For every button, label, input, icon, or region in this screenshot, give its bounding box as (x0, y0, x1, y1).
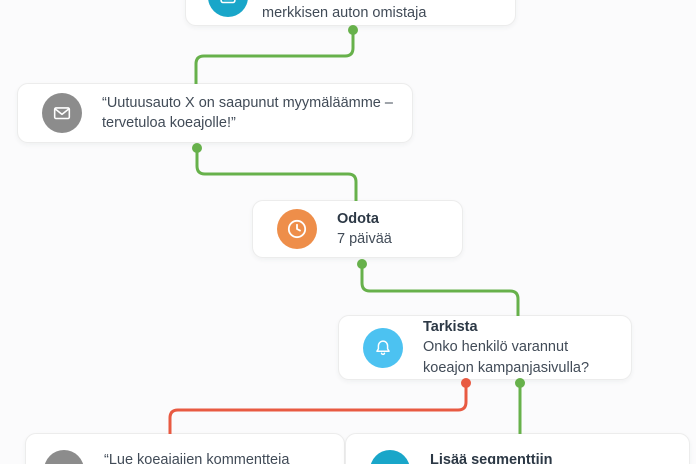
node-wait[interactable]: Odota 7 päivää (252, 200, 463, 258)
node-text: Lisää segmenttiin (430, 450, 552, 464)
email-comments-line1: “Lue koeajajien kommentteja (104, 452, 290, 464)
email-welcome-line1: “Uutuusauto X on saapunut myymäläämme – (102, 94, 393, 111)
id-card-icon (208, 0, 248, 17)
node-trigger-car-owner[interactable]: Vähintään 5 vuotta vanhan X merkkisen au… (185, 0, 516, 26)
envelope-icon (42, 93, 82, 133)
envelope-icon (44, 450, 84, 464)
edge-check-no-to-email (168, 384, 468, 434)
port-wait-out[interactable] (357, 259, 367, 269)
node-text: “Lue koeajajien kommentteja (104, 450, 289, 464)
node-text: Tarkista Onko henkilö varannut koeajon k… (423, 317, 589, 379)
email-welcome-line2: tervetuloa koeajolle!” (102, 115, 236, 131)
bell-icon (363, 327, 403, 368)
edge-email-to-wait (195, 149, 358, 201)
node-text: “Uutuusauto X on saapunut myymäläämme – … (102, 93, 393, 134)
node-add-segment[interactable]: Lisää segmenttiin (345, 433, 690, 464)
wait-duration: 7 päivää (337, 231, 392, 247)
node-text: Vähintään 5 vuotta vanhan X merkkisen au… (262, 0, 448, 23)
users-icon (370, 450, 410, 464)
edge-trigger-to-email (194, 31, 355, 84)
port-email-out[interactable] (192, 143, 202, 153)
node-text: Odota 7 päivää (337, 209, 392, 250)
node-email-welcome[interactable]: “Uutuusauto X on saapunut myymäläämme – … (17, 83, 413, 143)
check-line2: koeajon kampanjasivulla? (423, 359, 590, 376)
node-email-comments[interactable]: “Lue koeajajien kommentteja (25, 433, 345, 464)
check-title: Tarkista (423, 318, 478, 335)
trigger-line2: merkkisen auton omistaja (262, 4, 427, 21)
edge-wait-to-check (360, 265, 520, 316)
port-trigger-out[interactable] (348, 25, 358, 35)
check-line1: Onko henkilö varannut (423, 339, 569, 356)
wait-title: Odota (337, 210, 379, 227)
segment-title: Lisää segmenttiin (430, 452, 553, 464)
clock-icon (277, 209, 317, 249)
node-check-booking[interactable]: Tarkista Onko henkilö varannut koeajon k… (338, 315, 632, 380)
